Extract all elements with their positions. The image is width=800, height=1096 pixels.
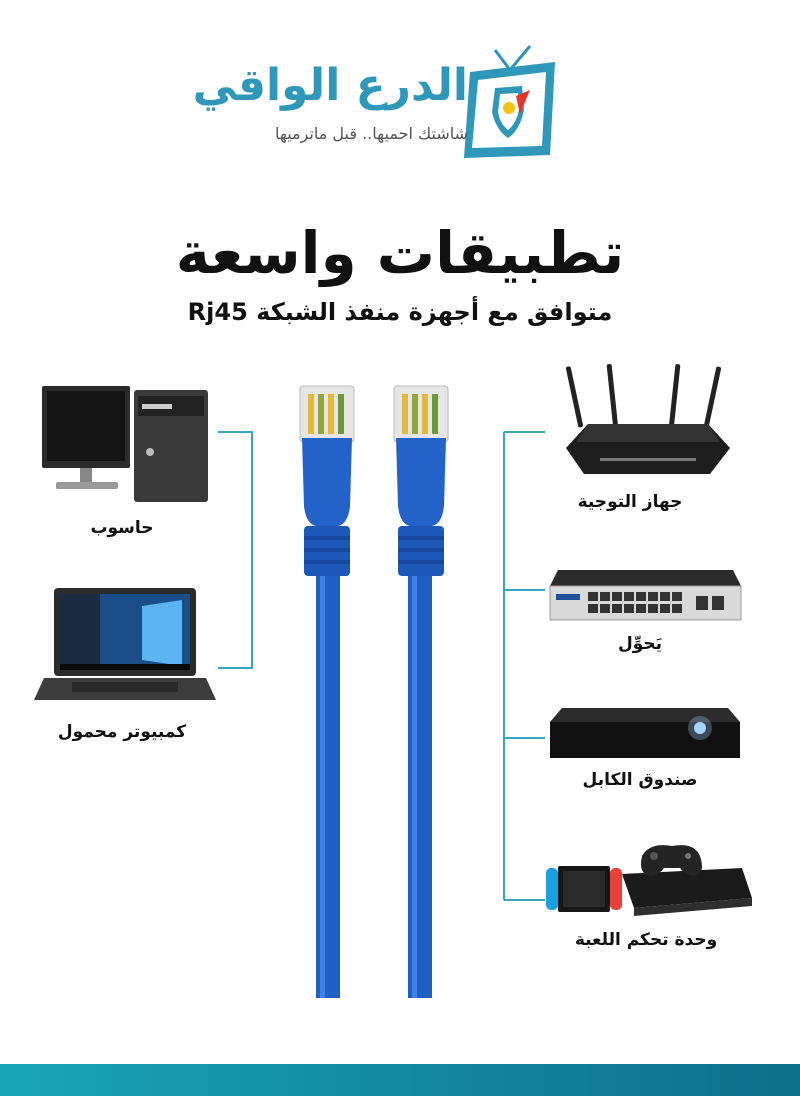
brand-name: الدرع الواقي xyxy=(192,60,468,111)
device-label-router: جهاز التوجية xyxy=(577,492,683,512)
device-label-desktop: حاسوب xyxy=(90,518,154,538)
connector-lines xyxy=(218,431,545,901)
shield-tv-logo-icon xyxy=(464,45,555,158)
page-title: تطبيقات واسعة xyxy=(175,219,625,287)
router-icon xyxy=(565,364,730,474)
brand-tagline: شاشتك احميها.. قبل ماترميها xyxy=(274,124,468,143)
device-label-game-console: وحدة تحكم اللعبة xyxy=(574,930,718,950)
page-subtitle: متوافق مع أجهزة منفذ الشبكة Rj45 xyxy=(187,298,613,326)
network-switch-icon xyxy=(549,570,742,621)
cable-box-icon xyxy=(550,708,740,758)
footer-bar xyxy=(0,1064,800,1096)
brand-logo: الدرع الواقي شاشتك احميها.. قبل ماترميها xyxy=(192,40,560,180)
device-label-switch: يَحوِّل xyxy=(617,634,663,654)
desktop-computer-icon xyxy=(42,386,208,502)
game-console-icon xyxy=(546,845,752,916)
device-label-laptop: كمبيوتر محمول xyxy=(57,722,187,742)
ethernet-cables-icon xyxy=(299,385,449,998)
laptop-icon xyxy=(34,588,216,700)
device-label-cable-box: صندوق الكابل xyxy=(582,770,698,790)
